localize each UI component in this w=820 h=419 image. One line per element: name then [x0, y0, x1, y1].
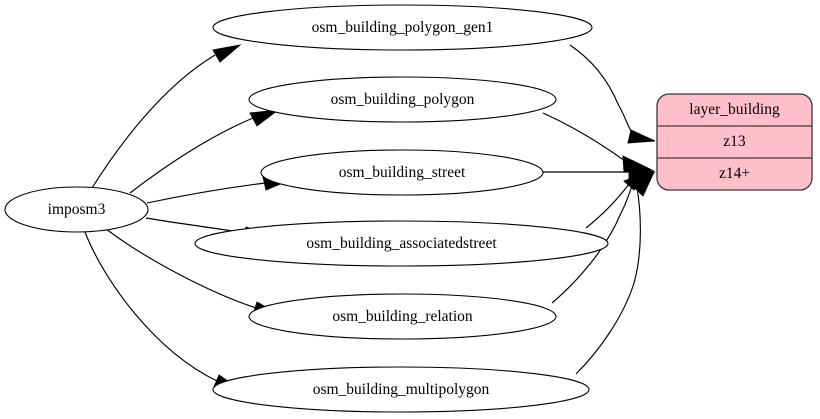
- node-osm_building_polygon[interactable]: osm_building_polygon: [248, 76, 557, 123]
- node-osm_building_polygon_gen1[interactable]: osm_building_polygon_gen1: [212, 4, 593, 51]
- node-osm_building_street[interactable]: osm_building_street: [260, 149, 544, 196]
- node-osm_building_relation[interactable]: osm_building_relation: [248, 293, 557, 340]
- layer-building-row-z13: z13: [723, 133, 746, 150]
- edge-imposm3-to-osm_building_street: [146, 176, 292, 204]
- node-osm_building_multipolygon-label: osm_building_multipolygon: [313, 381, 490, 398]
- layer-building-title: layer_building: [689, 101, 780, 118]
- edge-imposm3-to-osm_building_multipolygon: [84, 231, 242, 391]
- node-layer_building[interactable]: layer_building z13 z14+: [656, 93, 813, 191]
- layer-building-row-z14plus: z14+: [719, 165, 750, 182]
- node-osm_building_street-label: osm_building_street: [339, 164, 466, 181]
- node-osm_building_associatedstreet[interactable]: osm_building_associatedstreet: [194, 220, 609, 267]
- edge-osm_building_polygon_gen1-to-layer_building: [569, 44, 656, 144]
- node-osm_building_polygon_gen1-label: osm_building_polygon_gen1: [312, 19, 494, 36]
- edge-imposm3-to-osm_building_polygon_gen1: [91, 44, 242, 189]
- node-osm_building_multipolygon[interactable]: osm_building_multipolygon: [212, 366, 590, 413]
- node-osm_building_relation-label: osm_building_relation: [332, 308, 473, 325]
- node-osm_building_polygon-label: osm_building_polygon: [331, 91, 475, 108]
- edge-group-tables-to-layer: [542, 44, 656, 375]
- node-imposm3-label: imposm3: [48, 201, 106, 218]
- node-imposm3[interactable]: imposm3: [4, 186, 149, 233]
- edge-imposm3-to-osm_building_polygon: [129, 109, 280, 194]
- edge-osm_building_multipolygon-to-layer_building: [575, 170, 655, 375]
- node-osm_building_associatedstreet-label: osm_building_associatedstreet: [306, 235, 497, 252]
